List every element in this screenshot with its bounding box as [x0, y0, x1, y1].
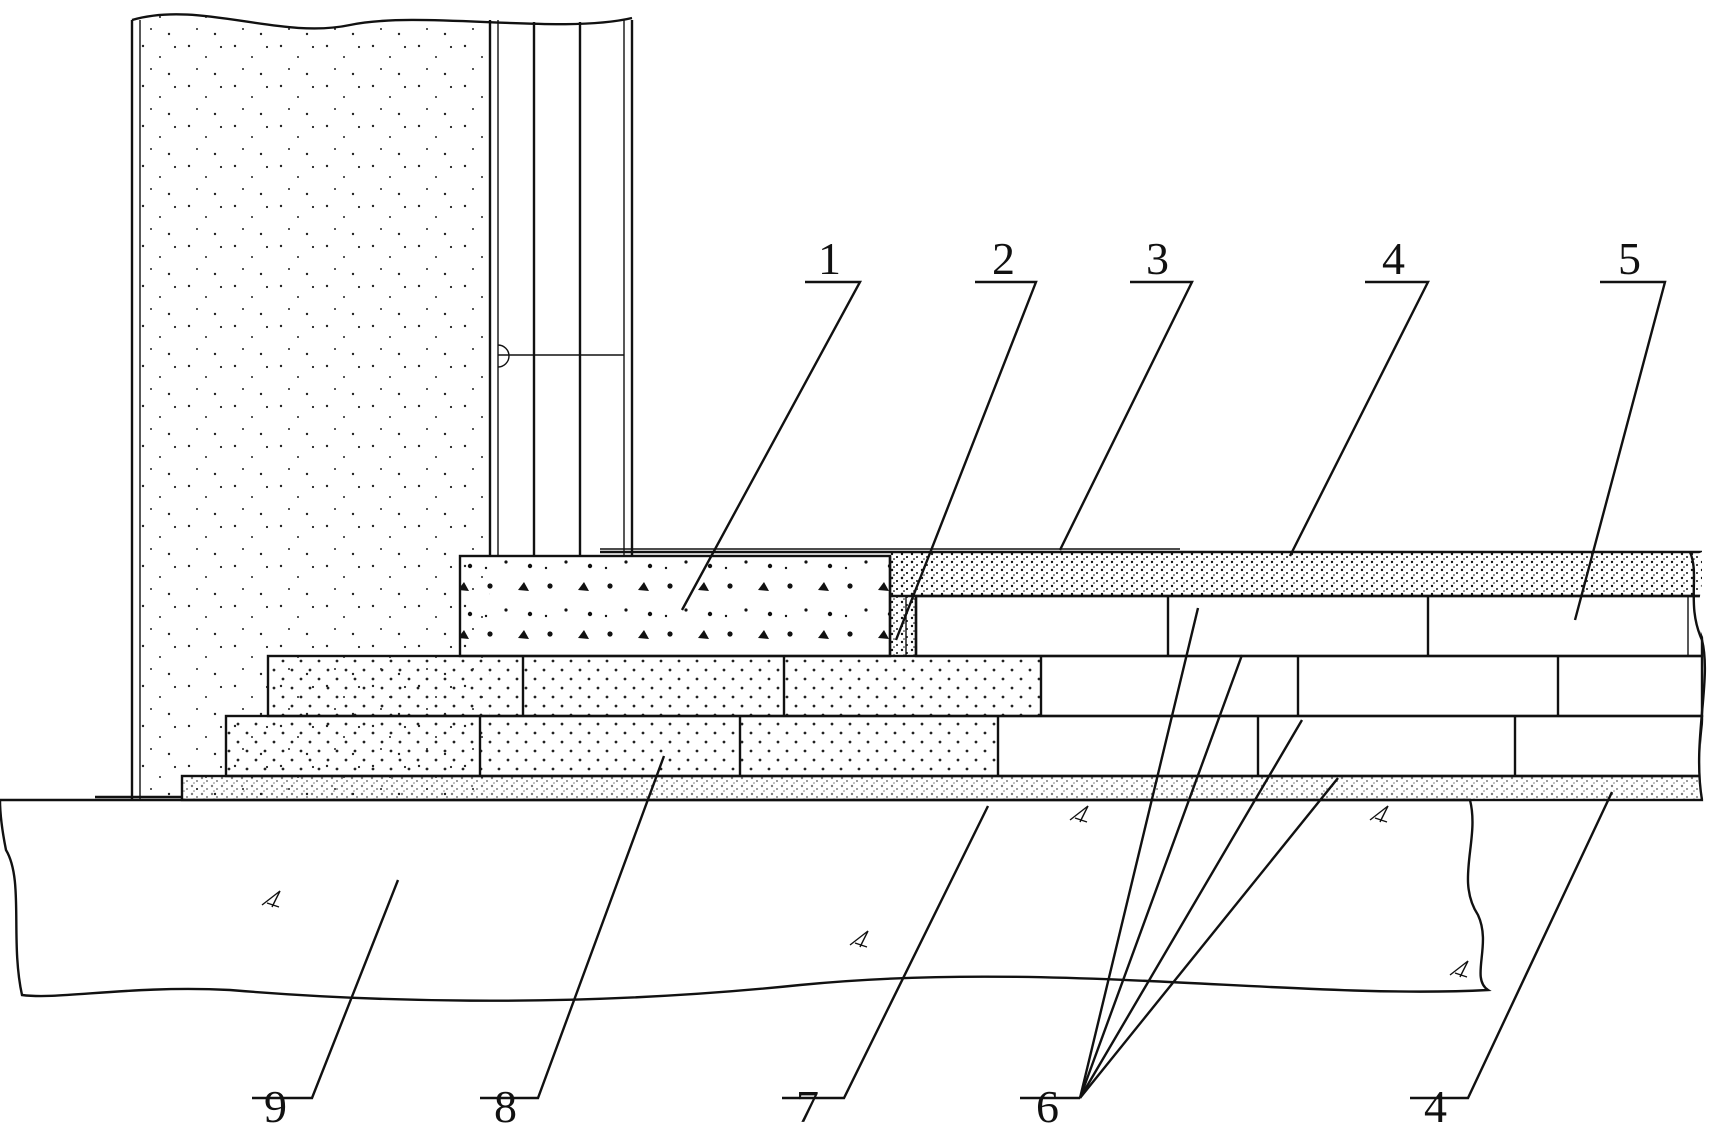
- label-4-bottom: 4: [1424, 1081, 1447, 1131]
- ground-slab: [0, 798, 1492, 1002]
- label-6: 6: [1036, 1081, 1059, 1131]
- label-9: 9: [264, 1081, 287, 1131]
- label-3: 3: [1146, 233, 1169, 284]
- brick-row-upper: [914, 594, 1704, 658]
- brick-row-lower: [224, 714, 1704, 778]
- break-line: [1688, 551, 1707, 801]
- label-5: 5: [1618, 233, 1641, 284]
- leader-lines: [252, 280, 1667, 1100]
- label-8: 8: [494, 1081, 517, 1131]
- label-4-top: 4: [1382, 233, 1405, 284]
- brick-row-middle: [266, 654, 1704, 718]
- concrete-column: [130, 13, 634, 800]
- concrete-block: [458, 554, 892, 658]
- label-2: 2: [992, 233, 1015, 284]
- label-7: 7: [796, 1081, 819, 1131]
- top-screed: [600, 548, 1702, 598]
- screed-layer: [95, 774, 1704, 802]
- label-1: 1: [818, 233, 841, 284]
